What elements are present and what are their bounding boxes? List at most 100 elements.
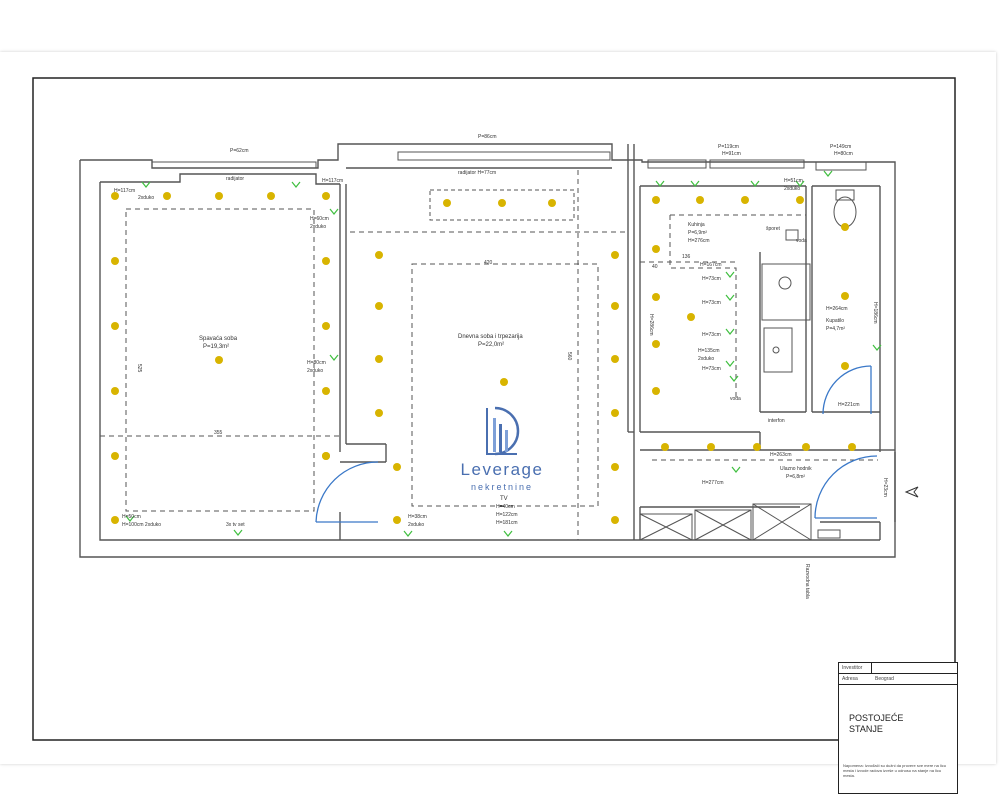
- logo-subtitle: nekretnine: [470, 482, 534, 492]
- window3-label: P=119cm: [718, 144, 739, 150]
- ceiling-light-icon: [796, 196, 804, 204]
- bath-h3: H=186cm: [872, 302, 878, 324]
- ceiling-light-icon: [111, 387, 119, 395]
- bath-area: P=4,7m²: [826, 326, 845, 332]
- bedroom-dim: 355: [214, 430, 223, 436]
- bedroom-h3: H=117cm: [322, 178, 343, 184]
- light-switch-icon: [503, 530, 513, 537]
- light-switch-icon: [725, 328, 735, 335]
- hall-name: Ulazno hodnik: [780, 466, 812, 472]
- windows: [151, 151, 867, 171]
- fusebox-label: Razvodna tabla: [804, 564, 810, 599]
- tv-label: TV: [500, 496, 508, 502]
- logo-mark-icon: [486, 406, 520, 456]
- water-label: voda: [730, 396, 741, 402]
- bath-h: H=264cm: [826, 306, 848, 312]
- kitchen-dim1: 40: [652, 264, 658, 270]
- tv-h2: H=122cm: [496, 512, 518, 518]
- intercom-label: interfon: [768, 418, 785, 424]
- kitchen-area: P=6,9m²: [688, 230, 707, 236]
- title-block: Investitor Adresa Beograd POSTOJEĆE STAN…: [838, 662, 958, 794]
- doors: [315, 365, 878, 523]
- ceiling-light-icon: [611, 302, 619, 310]
- light-switch-icon: [823, 170, 833, 177]
- living-dim-v: 560: [566, 352, 572, 361]
- ceiling-light-icon: [393, 463, 401, 471]
- bedroom-h2: 2xduko: [138, 195, 154, 201]
- bedroom-h1: H=117cm: [114, 188, 135, 194]
- bath-name: Kupatilo: [826, 318, 844, 324]
- hall-h1: H=277cm: [702, 480, 724, 486]
- logo-name: Leverage: [460, 460, 544, 479]
- light-switch-icon: [141, 181, 151, 188]
- radiator1-label: radijator: [226, 176, 244, 182]
- living-h1: H=38cm: [408, 514, 427, 520]
- light-switch-icon: [872, 344, 882, 351]
- light-switch-icon: [125, 515, 135, 522]
- drawing-title: POSTOJEĆE STANJE: [849, 713, 903, 735]
- ceiling-light-icon: [848, 443, 856, 451]
- kitchen-h9: H=286cm: [648, 314, 654, 336]
- kitchen-h5: H=135cm: [698, 348, 720, 354]
- ceiling-light-icon: [611, 516, 619, 524]
- kitchen-h4: H=73cm: [702, 332, 721, 338]
- light-switch-icon: [403, 530, 413, 537]
- bedroom-dim-v: 525: [136, 364, 142, 373]
- north-arrow-icon: [904, 486, 919, 498]
- drawing-title-line2: STANJE: [849, 724, 883, 734]
- window2-label: P=86cm: [478, 134, 496, 140]
- tv-h1: H=40cm: [496, 504, 515, 510]
- ceiling-light-icon: [652, 340, 660, 348]
- light-switch-icon: [233, 529, 243, 536]
- light-switches: [125, 170, 882, 537]
- bedroom-h9: H=100cm 2xduko: [122, 522, 161, 528]
- ceiling-light-icon: [652, 387, 660, 395]
- drawing-frame: [32, 77, 956, 741]
- light-switch-icon: [731, 466, 741, 473]
- ceiling-light-icon: [111, 192, 119, 200]
- bedroom-h8: H=50cm: [122, 514, 141, 520]
- bedroom-h7: 2xduko: [307, 368, 323, 374]
- hall-h3: H=23cm: [882, 478, 888, 497]
- ceiling-light-icon: [111, 257, 119, 265]
- bedroom-h10: 3x tv set: [226, 522, 245, 528]
- ceiling-light-icon: [611, 463, 619, 471]
- drawing-sheet: P=62cm P=86cm P=119cm H=91cm P=149cm H=8…: [0, 52, 996, 794]
- leverage-logo: Leverage nekretnine: [447, 402, 557, 502]
- window3-height: H=91cm: [722, 151, 741, 157]
- ceiling-light-icon: [611, 251, 619, 259]
- fixtures: [429, 189, 857, 541]
- hall-area: P=6,8m²: [786, 474, 805, 480]
- ceiling-light-icon: [611, 409, 619, 417]
- sink-label: voda: [796, 238, 807, 244]
- ceiling-light-icon: [498, 199, 506, 207]
- kitchen-h8: 136: [682, 254, 691, 260]
- ceiling-light-icon: [500, 378, 508, 386]
- ceiling-light-icon: [111, 322, 119, 330]
- ceiling-light-icon: [696, 196, 704, 204]
- tv-h3: H=181cm: [496, 520, 518, 526]
- ceiling-light-icon: [652, 293, 660, 301]
- kitchen-h7: H=73cm: [702, 366, 721, 372]
- ceiling-light-icon: [687, 313, 695, 321]
- ceiling-light-icon: [841, 223, 849, 231]
- title-block-row-investor: Investitor: [839, 663, 957, 674]
- ceiling-light-icon: [322, 257, 330, 265]
- window4-label: P=149cm: [830, 144, 851, 150]
- living-area: P=22,0m²: [478, 342, 504, 348]
- light-switch-icon: [291, 181, 301, 188]
- ceiling-light-icon: [215, 192, 223, 200]
- ceiling-light-icon: [661, 443, 669, 451]
- investor-label: Investitor: [842, 665, 863, 671]
- living-dim: 420: [484, 260, 493, 266]
- light-switch-icon: [329, 354, 339, 361]
- ceiling-light-icon: [707, 443, 715, 451]
- light-switch-icon: [729, 375, 739, 382]
- light-switch-icon: [725, 271, 735, 278]
- ceiling-light-icon: [443, 199, 451, 207]
- kitchen-h1: H=167cm: [700, 262, 722, 268]
- kitchen-h: H=276cm: [688, 238, 710, 244]
- ceiling-light-icon: [548, 199, 556, 207]
- living-h2: 2xduko: [408, 522, 424, 528]
- ceiling-light-icon: [741, 196, 749, 204]
